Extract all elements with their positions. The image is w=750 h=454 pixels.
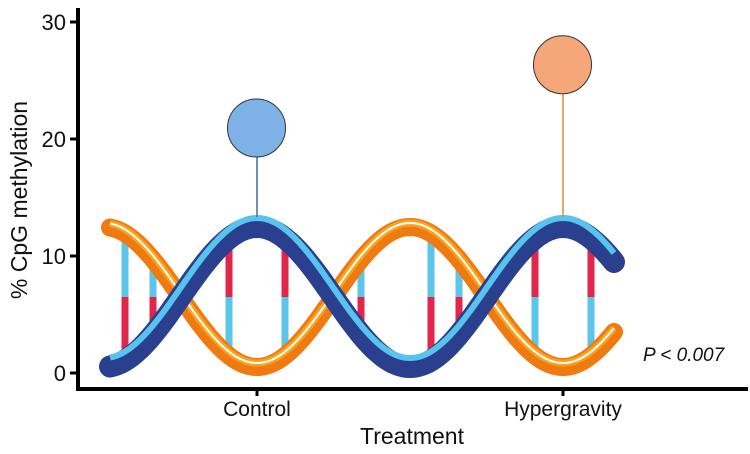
dna-helix-illustration (99, 214, 625, 379)
p-value-annotation: P < 0.007 (643, 345, 726, 366)
lollipop-points (227, 35, 592, 158)
y-tick-label: 10 (42, 244, 66, 269)
y-tick-label: 20 (42, 127, 66, 152)
lollipop-stems (256, 61, 564, 217)
y-ticks: 0 10 20 30 (42, 10, 78, 386)
dna-strand-orange-shine (109, 221, 615, 365)
data-point-hypergravity (533, 35, 592, 95)
data-point-control (227, 98, 286, 158)
x-tick-label-control: Control (223, 398, 291, 421)
axes (76, 8, 748, 391)
dna-strand-blue (99, 215, 625, 379)
x-ticks: Control Hypergravity (223, 389, 622, 421)
y-tick-label: 0 (54, 361, 66, 386)
y-axis-title: % CpG methylation (6, 101, 32, 299)
dna-strand-blue-highlight (109, 214, 617, 362)
x-tick-label-hypergravity: Hypergravity (504, 398, 622, 421)
x-axis-title: Treatment (360, 423, 465, 449)
y-tick-label: 30 (42, 10, 66, 35)
